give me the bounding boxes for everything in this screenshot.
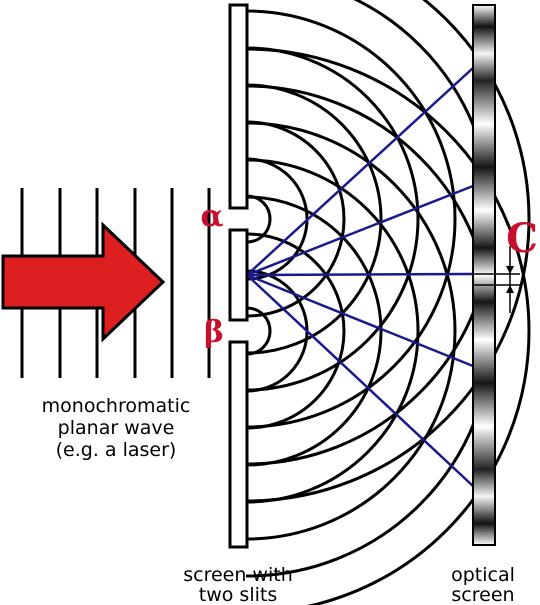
ray-line	[246, 272, 474, 277]
ray-line	[246, 184, 474, 277]
slit-beta-label: β	[204, 315, 224, 350]
spacing-label: C	[506, 215, 538, 262]
ray-line	[246, 273, 474, 368]
optical-caption-line2: screen	[451, 584, 514, 605]
optical-screen-fringes	[472, 4, 496, 546]
barrier-bottom-segment	[228, 340, 249, 549]
ray-line	[246, 274, 474, 487]
barrier-top-segment	[228, 3, 249, 210]
wave-caption-line3: (e.g. a laser)	[56, 439, 177, 461]
fringe-spacing-marker	[473, 246, 520, 313]
optical-caption-line1: optical	[451, 564, 515, 586]
slits-caption-line1: screen with	[183, 564, 293, 586]
wavelet-arc-beta	[246, 47, 531, 605]
barrier-middle-segment	[228, 228, 249, 322]
slits-caption-line2: two slits	[199, 584, 277, 605]
wave-caption-line1: monochromatic	[42, 395, 191, 417]
slit-alpha-label: α	[200, 199, 223, 234]
wave-caption-line2: planar wave	[58, 417, 175, 439]
two-slit-barrier	[228, 3, 249, 549]
red-arrow-icon	[1, 221, 166, 343]
ray-line	[246, 67, 474, 276]
